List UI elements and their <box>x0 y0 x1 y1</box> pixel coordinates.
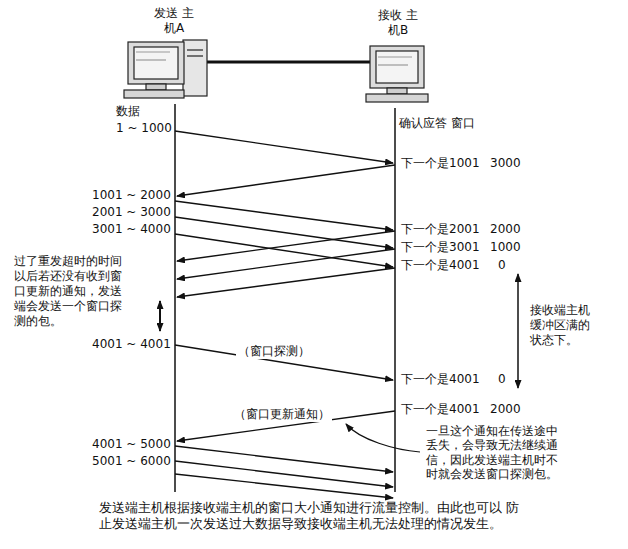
sequence-label: 3000 <box>490 156 521 171</box>
sequence-label: 1000 <box>490 240 521 255</box>
sequence-label: 4001 ~ 5000 <box>92 437 171 452</box>
sequence-label: 1 ~ 1000 <box>116 121 172 136</box>
sequence-label: 2000 <box>490 402 521 417</box>
sequence-label: 下一个是4001 <box>401 258 480 273</box>
interval-arrow <box>159 301 161 331</box>
sequence-label: 2000 <box>490 222 521 237</box>
sequence-label: 下一个是3001 <box>401 240 480 255</box>
message-arrows <box>175 131 395 498</box>
sequence-label: （窗口探测） <box>236 344 312 359</box>
figure-caption: 发送端主机根据接收端主机的窗口大小通知进行流量控制。由此也可以 防止发送端主机一… <box>99 500 529 533</box>
sequence-label: 下一个是4001 <box>401 372 480 387</box>
sequence-label: 数据 <box>116 104 140 119</box>
computer-icon <box>124 40 207 98</box>
sequence-label: 4001 ~ 4001 <box>92 337 171 352</box>
interval-arrow <box>517 274 519 388</box>
sequence-label: 下一个是2001 <box>401 222 480 237</box>
leader-line <box>346 424 420 452</box>
sequence-label: 2001 ~ 3000 <box>92 205 171 220</box>
sequence-label: 一旦这个通知在传送途中 丢失，会导致无法继续通 信，因此发送端主机时不 时就会发… <box>426 424 562 482</box>
sequence-label: 发送 主机A <box>154 6 194 36</box>
sequence-label: 过了重发超时的时间 以后若还没有收到窗 口更新的通知，发送 端会发送一个窗口探 … <box>14 254 126 329</box>
sequence-label: 接收 主机B <box>378 8 418 38</box>
computer-icon <box>366 46 428 102</box>
sequence-label: 5001 ~ 6000 <box>92 454 171 469</box>
sequence-label: 3001 ~ 4000 <box>92 222 171 237</box>
sequence-label: 接收端主机 缓冲区满的 状态下。 <box>530 303 600 348</box>
sequence-label: 确认应答 窗口 <box>399 116 475 131</box>
sequence-label: 1001 ~ 2000 <box>92 188 171 203</box>
network-cable <box>205 61 372 64</box>
sequence-label: 0 <box>498 372 506 387</box>
sequence-label: 下一个是4001 <box>401 402 480 417</box>
sequence-label: （窗口更新通知） <box>232 407 332 422</box>
sequence-label: 0 <box>498 258 506 273</box>
timeline <box>174 104 176 492</box>
sequence-label: 下一个是1001 <box>401 156 480 171</box>
